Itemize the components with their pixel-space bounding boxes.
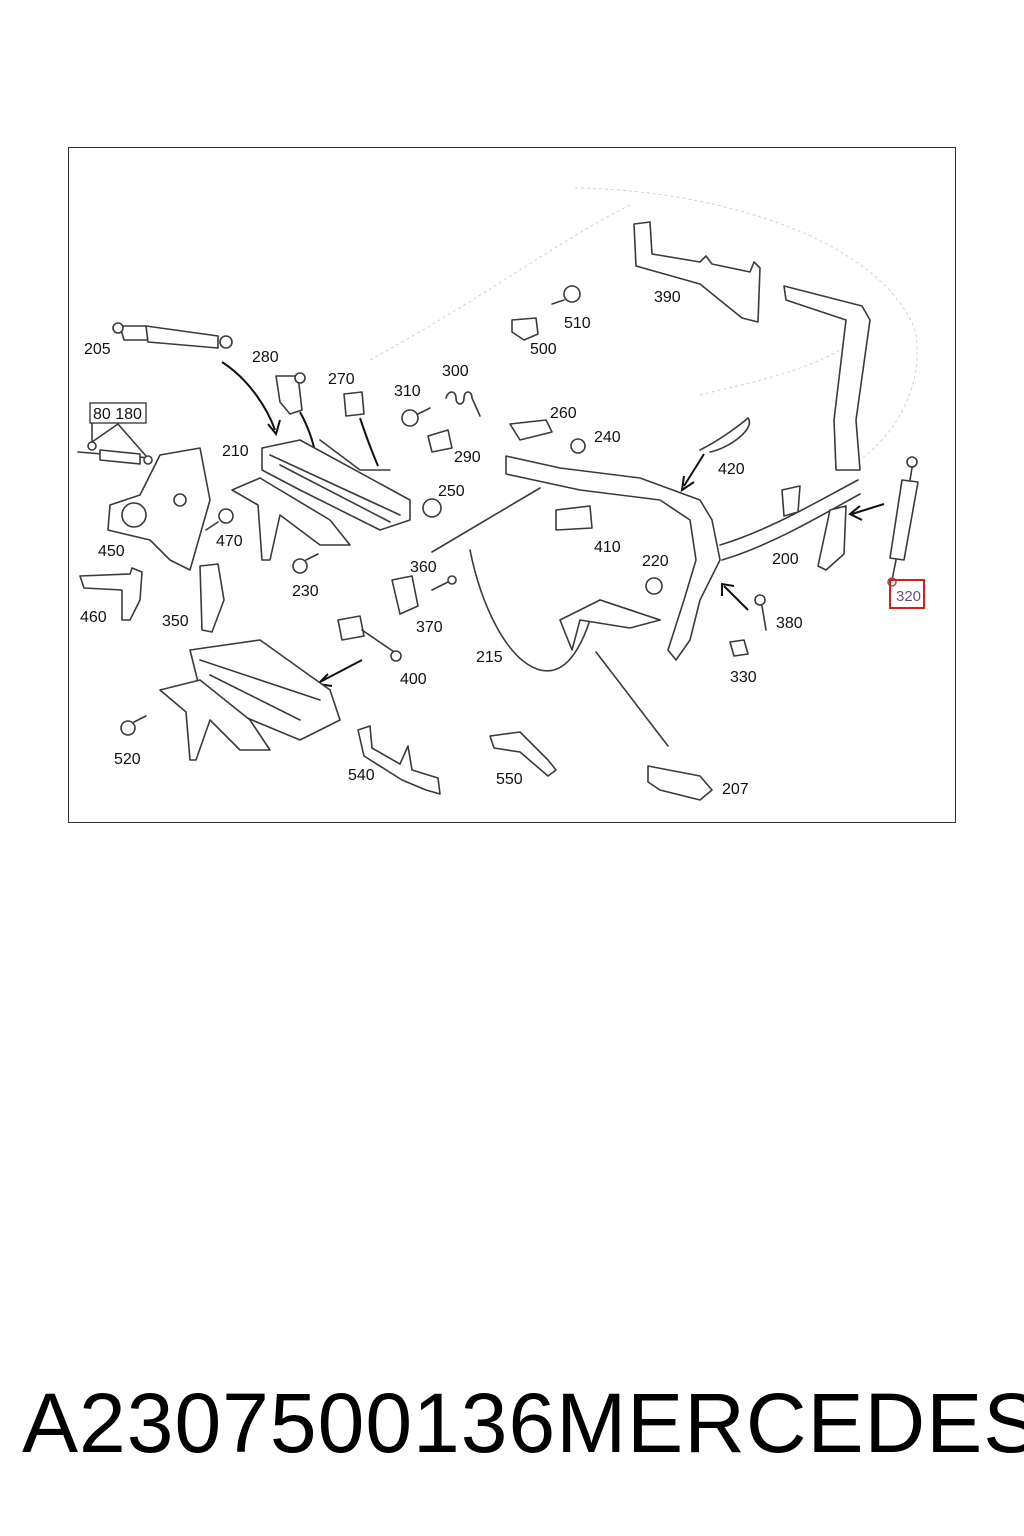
arrow-420 (683, 453, 705, 487)
part-260-pad (509, 419, 553, 441)
label-220: 220 (642, 553, 669, 570)
part-250-nut (422, 498, 442, 518)
label-260: 260 (550, 405, 577, 422)
part-lower-hinge-assembly (159, 639, 341, 761)
label-210: 210 (222, 443, 249, 460)
highlight-box-320 (889, 579, 925, 609)
arrow-400 (319, 659, 363, 683)
part-470-bolt (205, 508, 234, 531)
label-390: 390 (654, 289, 681, 306)
part-number: A2307500136 (22, 1375, 557, 1470)
part-520-bolt (120, 715, 147, 736)
part-230-bolt (292, 553, 319, 574)
part-500-plug (511, 317, 539, 341)
brand-name: MERCEDES (556, 1375, 1024, 1470)
part-330-nut (729, 639, 749, 657)
arrow-205 (221, 361, 276, 431)
part-510-bolt (551, 285, 581, 305)
arrow-380 (723, 585, 749, 611)
part-205-strut (112, 322, 233, 349)
arrow-320 (851, 503, 885, 515)
label-270: 270 (328, 371, 355, 388)
label-290: 290 (454, 449, 481, 466)
part-450-latch (107, 447, 211, 571)
label-420: 420 (718, 461, 745, 478)
part-240-washer (570, 438, 586, 454)
part-360-screw (431, 575, 457, 591)
label-520: 520 (114, 751, 141, 768)
part-320-gas-strut (887, 456, 919, 587)
part-207-rod (595, 651, 669, 747)
label-240: 240 (594, 429, 621, 446)
label-320-highlighted: 320 (896, 588, 921, 605)
label-540: 540 (348, 767, 375, 784)
label-400: 400 (400, 671, 427, 688)
part-80-180-strut (77, 441, 153, 465)
diagram-frame (68, 147, 956, 823)
part-280-bracket (275, 372, 306, 415)
part-220-plug (645, 577, 663, 595)
part-400-switch (337, 615, 402, 662)
label-215: 215 (476, 649, 503, 666)
label-460: 460 (80, 609, 107, 626)
label-410: 410 (594, 539, 621, 556)
label-310: 310 (394, 383, 421, 400)
part-207-base (647, 765, 713, 801)
part-290-bracket (427, 429, 453, 453)
part-200-frame (505, 285, 871, 661)
part-380-screw (754, 594, 767, 631)
label-550: 550 (496, 771, 523, 788)
part-410-clip (555, 505, 593, 531)
part-300-spring (445, 391, 481, 417)
caption-bar: A2307500136 MERCEDES (0, 1368, 1024, 1478)
label-280: 280 (252, 349, 279, 366)
label-230: 230 (292, 583, 319, 600)
part-370-block (391, 575, 419, 615)
label-470: 470 (216, 533, 243, 550)
part-310-screw (401, 407, 431, 427)
part-460-bracket (79, 567, 143, 621)
callout-line-200 (431, 487, 541, 553)
part-210-hinge (231, 439, 411, 561)
part-550-rod (489, 731, 557, 777)
part-270-clip (343, 391, 365, 417)
label-350: 350 (162, 613, 189, 630)
label-450: 450 (98, 543, 125, 560)
label-370: 370 (416, 619, 443, 636)
label-360: 360 (410, 559, 437, 576)
label-80-180-box (89, 402, 147, 424)
label-250: 250 (438, 483, 465, 500)
part-390-rail (633, 221, 761, 323)
trunk-lid-outline (369, 187, 918, 461)
part-540-lever (357, 725, 441, 795)
callout-lines-80-180 (91, 423, 147, 457)
part-350-plate (199, 563, 225, 633)
label-330: 330 (730, 669, 757, 686)
label-200: 200 (772, 551, 799, 568)
part-420-tie (699, 417, 751, 453)
label-380: 380 (776, 615, 803, 632)
label-205: 205 (84, 341, 111, 358)
part-215-bow (469, 549, 661, 672)
label-80-180: 80 180 (93, 406, 142, 423)
label-500: 500 (530, 341, 557, 358)
label-207: 207 (722, 781, 749, 798)
label-510: 510 (564, 315, 591, 332)
label-300: 300 (442, 363, 469, 380)
